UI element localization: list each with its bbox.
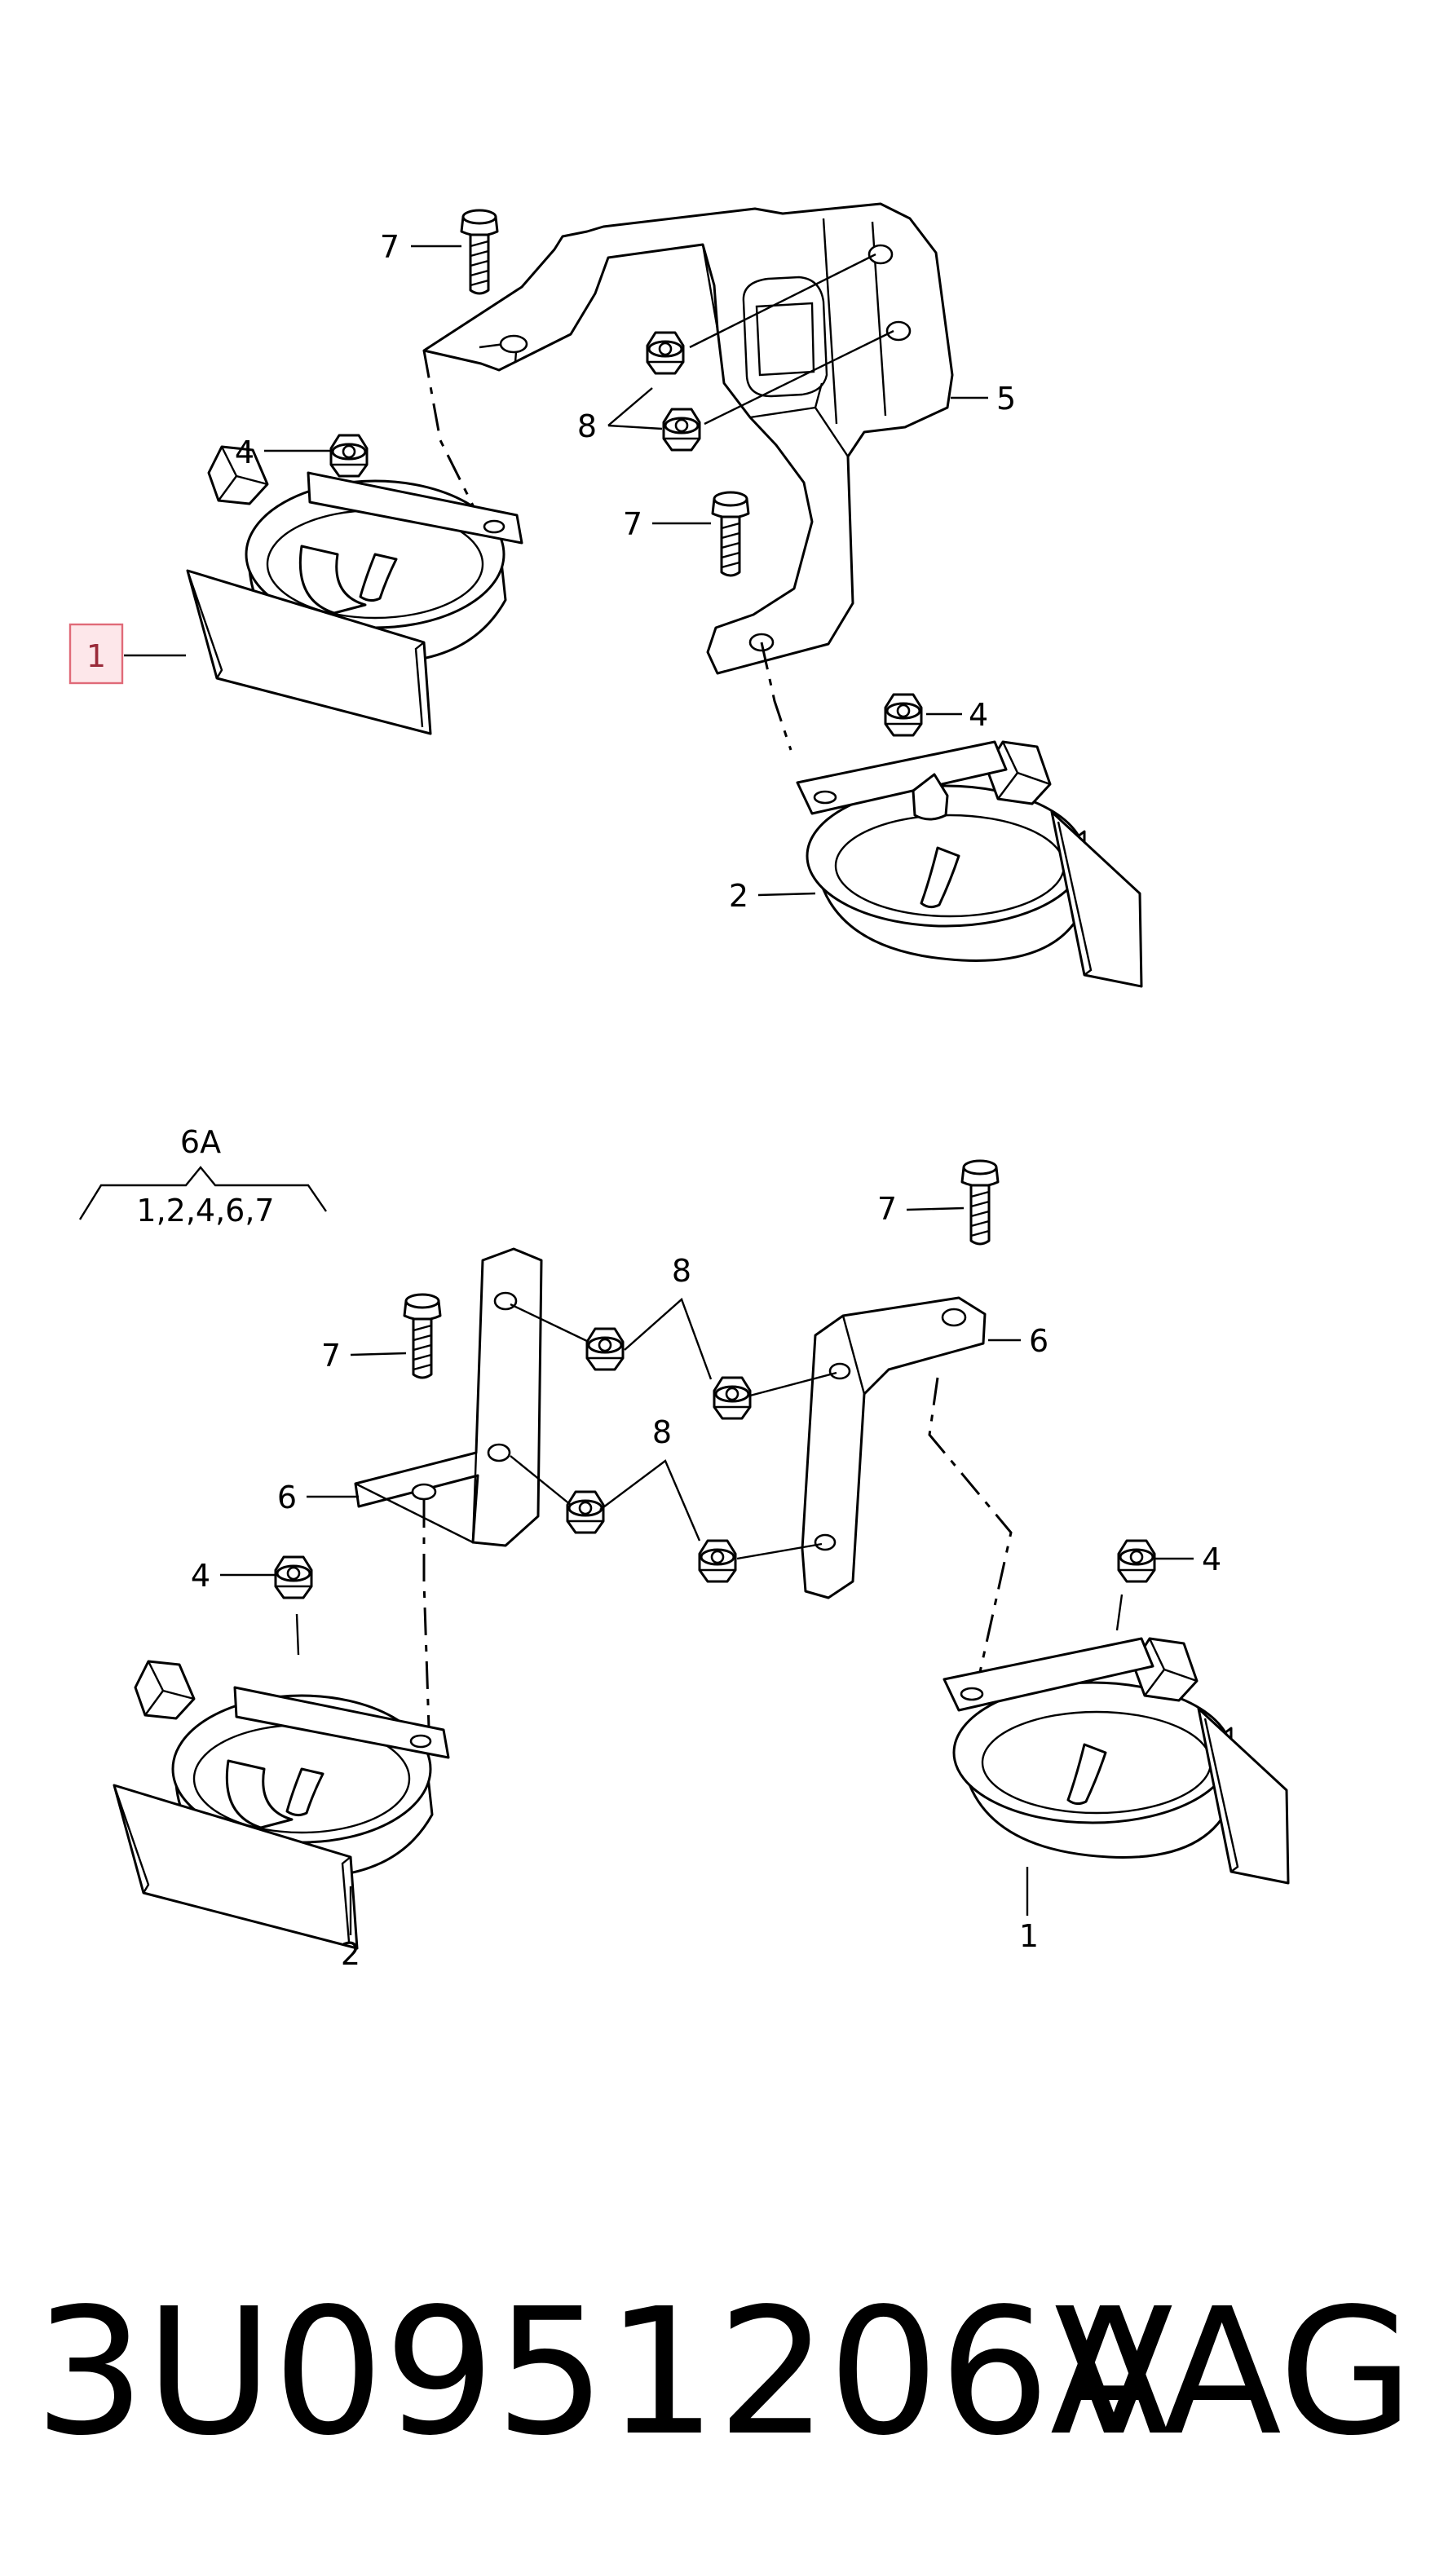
callout-7: 7 [623,506,642,542]
callout-2: 2 [729,878,748,914]
callout-4: 4 [1202,1542,1221,1577]
callout-7: 7 [877,1191,897,1227]
nut-8-bottom-d [698,1539,737,1583]
callout-8: 8 [672,1253,691,1289]
bracket-6-left [354,1247,543,1547]
callout-2: 2 [341,1936,360,1972]
nut-8-bottom-a [585,1327,625,1371]
bolt-7-bottom-right [960,1159,1000,1246]
callout-7: 7 [321,1338,341,1374]
horn-2-top [796,740,1143,988]
horn-1-top-highlighted [186,445,523,735]
callout-5: 5 [996,381,1016,417]
horn-2-bottom-left [113,1660,450,1950]
brand-name: VAG [1054,2271,1414,2474]
nut-8-top-a [646,331,685,375]
callout-6: 6 [1029,1323,1048,1359]
nut-4-bottom-right [1117,1539,1156,1583]
callout-6: 6 [277,1480,297,1515]
group-label: 6A [180,1124,221,1160]
bracket-5 [422,202,954,675]
bracket-6-right [801,1296,987,1599]
part-number: 3U0951206A [34,2271,1169,2474]
bolt-7-bottom-left [403,1293,442,1379]
bolt-7-top-left [460,209,499,295]
nut-8-bottom-c [566,1490,605,1534]
nut-8-bottom-b [713,1376,752,1420]
nut-8-top-b [662,408,701,452]
callout-4: 4 [969,697,988,733]
callout-8: 8 [652,1414,672,1450]
nut-4-top-right [884,693,923,737]
callout-8: 8 [577,408,597,444]
callout-4: 4 [191,1558,210,1594]
group-members: 1,2,4,6,7 [136,1193,274,1228]
group-brace [78,1166,327,1220]
callout-1: 1 [1019,1918,1039,1954]
callout-1-highlighted: 1 [86,638,106,674]
nut-4-bottom-left [274,1555,313,1599]
callout-leaders [124,245,1194,1935]
bolt-7-top-mid [711,491,750,577]
horn-1-bottom-right [943,1637,1290,1885]
callout-4: 4 [235,434,254,470]
highlight-box [68,623,124,685]
callout-7: 7 [380,229,400,265]
nut-4-top-left [329,434,369,478]
